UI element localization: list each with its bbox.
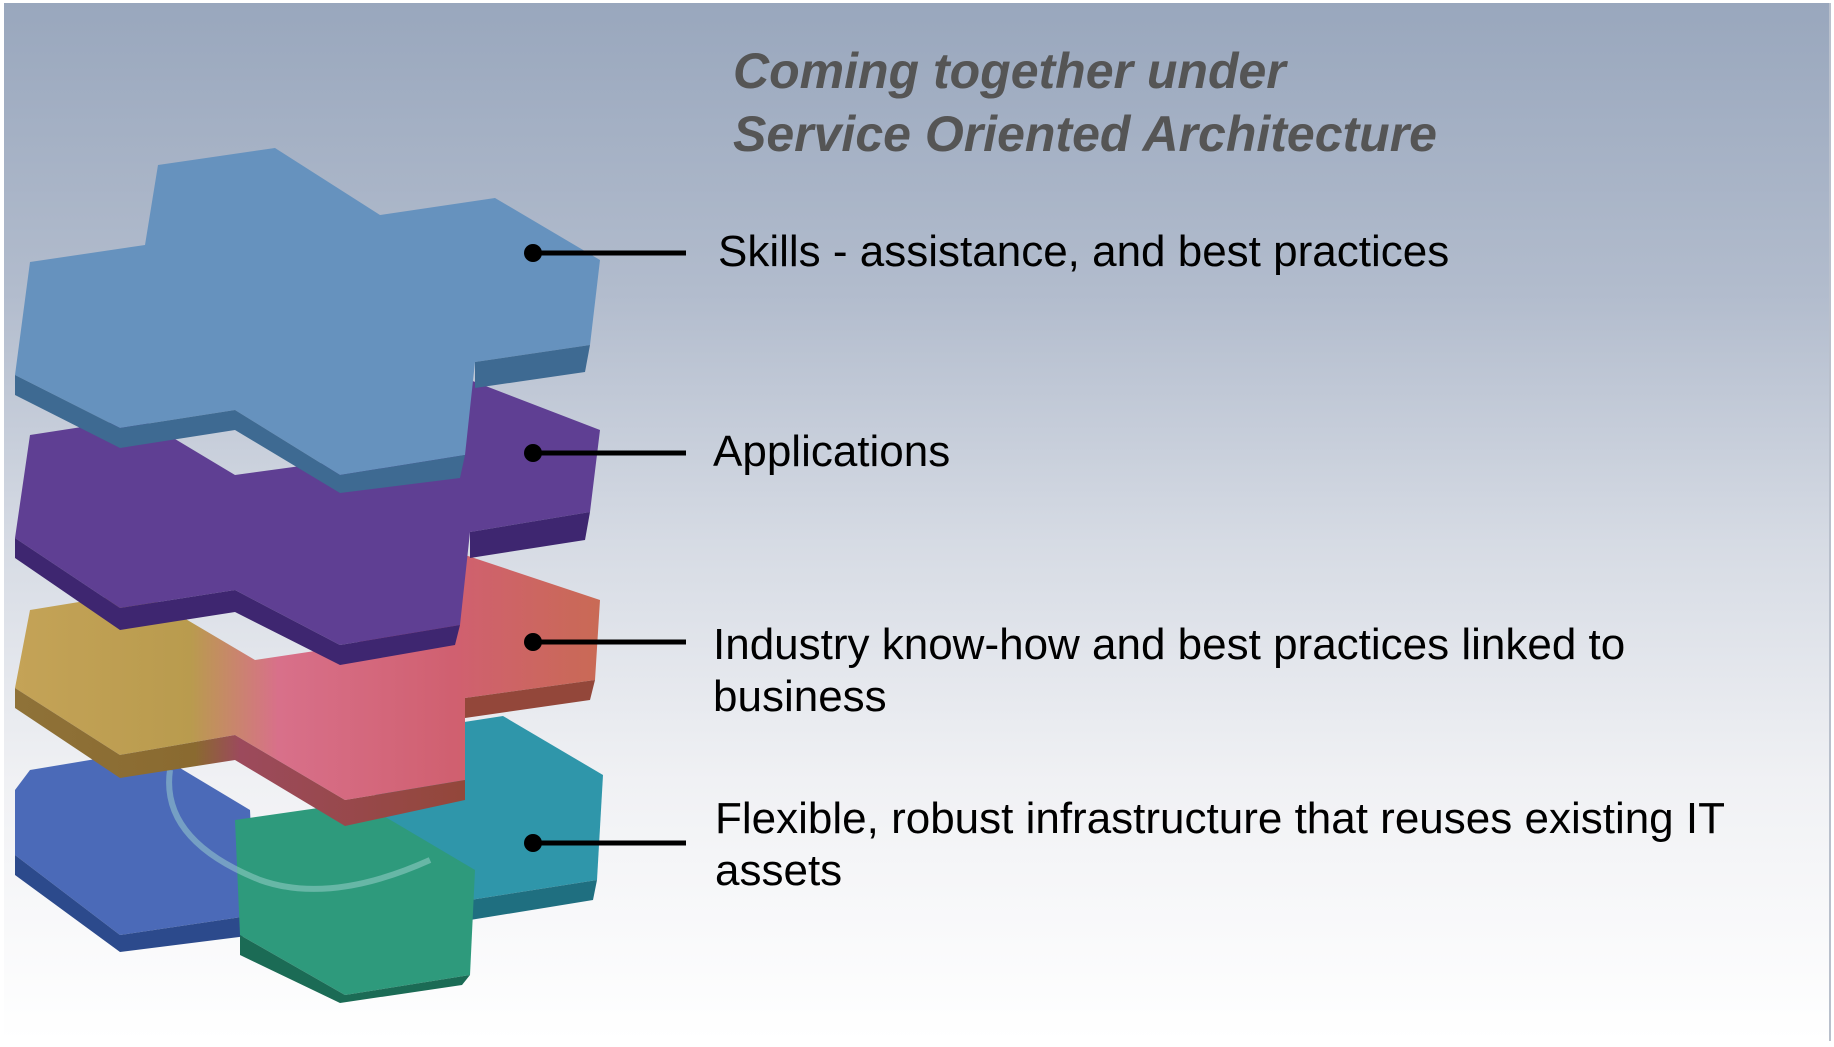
skills-layer-tile	[15, 148, 600, 493]
slide-title: Coming together under Service Oriented A…	[733, 40, 1437, 166]
connector-skills	[524, 244, 686, 262]
infrastructure-layer-tiles	[15, 716, 603, 1003]
connector-applications	[524, 444, 686, 462]
title-line-1: Coming together under	[733, 43, 1286, 99]
title-line-2: Service Oriented Architecture	[733, 106, 1437, 162]
label-skills: Skills - assistance, and best practices	[718, 227, 1450, 276]
connector-infrastructure	[524, 834, 686, 852]
label-infrastructure: Flexible, robust infrastructure that reu…	[715, 794, 1725, 895]
label-applications: Applications	[713, 427, 951, 476]
connector-industry	[524, 633, 686, 651]
label-industry: Industry know-how and best practices lin…	[713, 620, 1626, 721]
